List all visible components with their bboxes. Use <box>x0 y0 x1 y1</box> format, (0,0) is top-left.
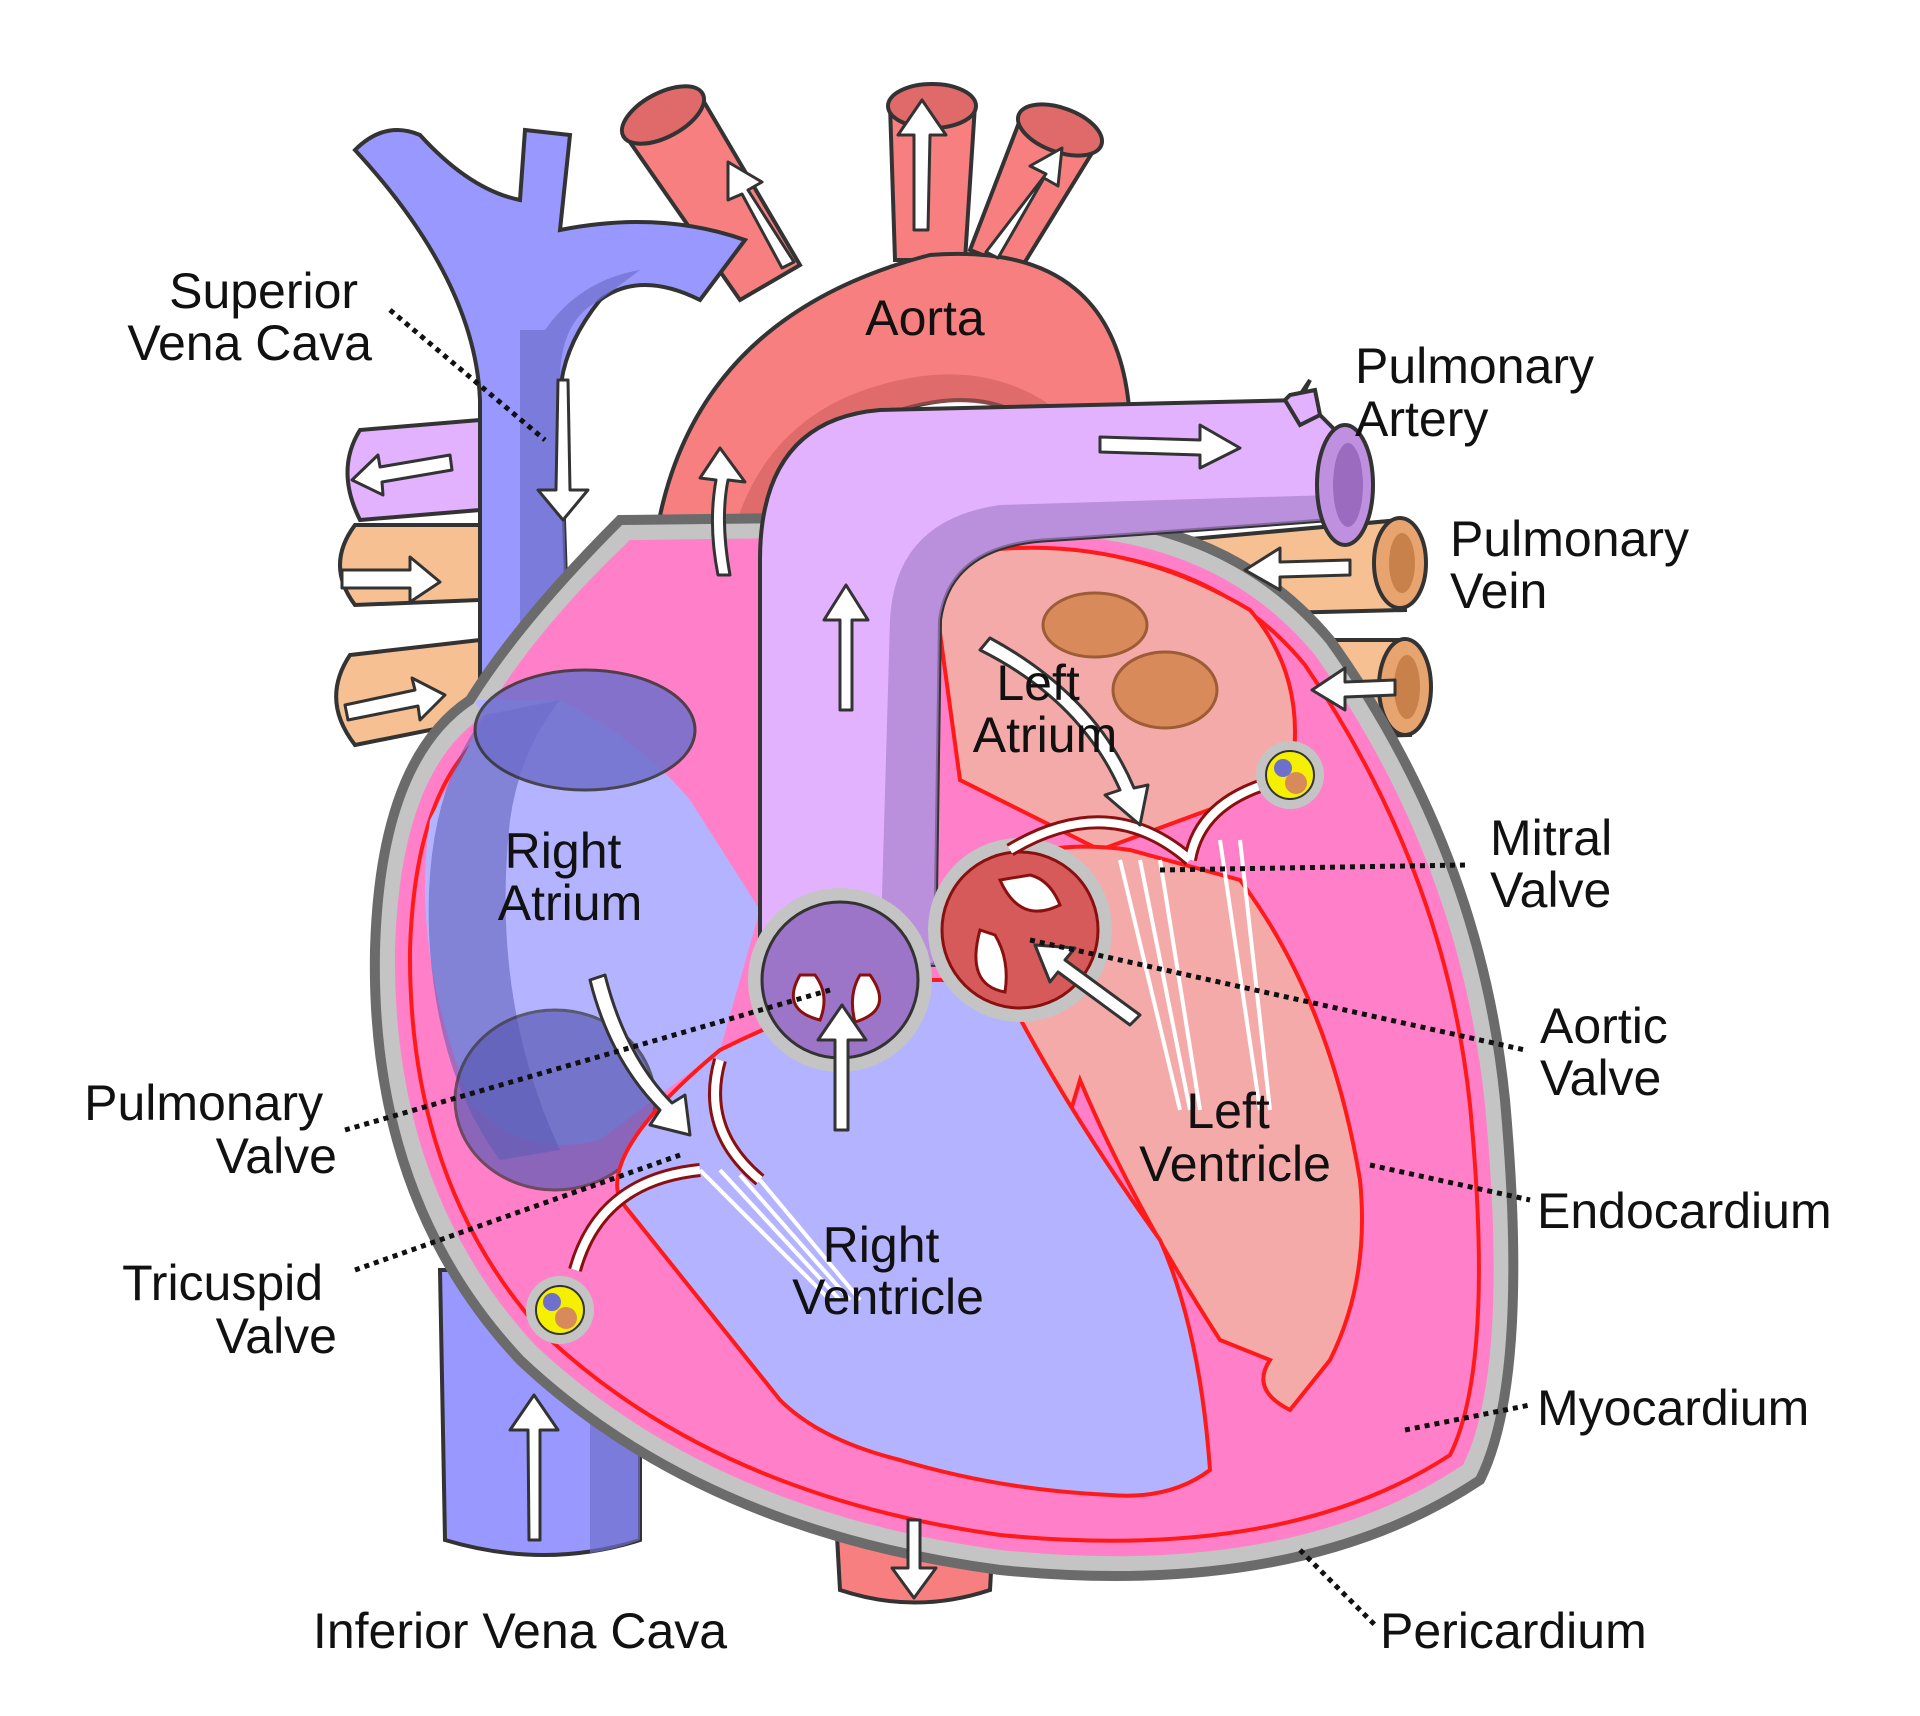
pulmonary-trunk-shade <box>880 495 1330 965</box>
label-endocardium: Endocardium <box>1537 1183 1832 1239</box>
chorda-right-4 <box>758 1178 862 1302</box>
flow-arrow-pv-lower <box>1310 666 1397 712</box>
chorda-right-2 <box>718 1168 842 1302</box>
flow-arrow-aorta-branch-left <box>726 160 796 270</box>
flow-arrow-svc-down <box>536 378 590 522</box>
right-atrium-shadow <box>428 700 560 1160</box>
chorda-left-1 <box>1118 859 1182 1111</box>
flow-arrow-pa-up <box>822 583 870 712</box>
sa-node-orange <box>555 1307 577 1329</box>
leader-aortic-valve <box>1029 937 1526 1053</box>
flow-arrow-ivc-up <box>508 1393 560 1542</box>
flow-arrow-ra-to-rv <box>588 973 692 1137</box>
label-pulmonary-valve: Pulmonary Valve <box>84 1075 337 1184</box>
valves <box>568 773 1282 1272</box>
text-labels: Superior Vena Cava Aorta Pulmonary Arter… <box>84 263 1832 1659</box>
tricuspid-valve-leaflets-inner <box>571 1058 763 1272</box>
label-aorta: Aorta <box>865 290 985 346</box>
label-inferior-vena-cava: Inferior Vena Cava <box>313 1603 727 1659</box>
label-superior-vena-cava: Superior Vena Cava <box>127 263 372 371</box>
flow-arrow-left-pv-lower <box>343 676 447 722</box>
aortic-valve-cusp-1 <box>997 873 1062 913</box>
endocardium-line <box>407 548 1481 1543</box>
chorda-right-1 <box>698 1168 832 1302</box>
pulmonary-vein-opening-1 <box>1041 591 1149 659</box>
chorda-left-4 <box>1218 839 1262 1111</box>
flow-arrow-aorta-branch-right <box>984 146 1064 260</box>
pulmonary-trunk <box>758 378 1375 968</box>
chordae-tendineae <box>698 839 1272 1302</box>
pulmonary-artery-branch-top <box>1282 387 1323 428</box>
flow-arrow-lv-to-aorta <box>1033 943 1142 1027</box>
flow-arrow-aorta-branch-middle <box>896 98 948 232</box>
label-tricuspid-valve: Tricuspid Valve <box>122 1255 337 1364</box>
flow-arrow-pv-upper <box>1243 546 1352 592</box>
flow-arrow-pa-right <box>1098 423 1242 470</box>
leader-myocardium <box>1404 1402 1531 1433</box>
right-pulmonary-vein-upper-lumen <box>1389 533 1415 593</box>
flow-arrows <box>340 98 1397 1600</box>
flow-arrow-left-pa <box>350 453 454 497</box>
sa-node-blue <box>543 1293 561 1311</box>
label-aortic-valve: Aortic Valve <box>1540 998 1682 1106</box>
label-mitral-valve: Mitral Valve <box>1490 810 1626 918</box>
av-node-orange <box>1285 772 1307 794</box>
label-myocardium: Myocardium <box>1537 1380 1809 1436</box>
pulmonary-vein-opening-2 <box>1111 650 1219 730</box>
flow-arrow-aorta-up <box>698 446 747 577</box>
leader-lines <box>344 308 1531 1627</box>
leader-mitral-valve <box>1159 862 1466 873</box>
label-pulmonary-artery: Pulmonary Artery <box>1355 338 1608 447</box>
conduction-nodes <box>526 741 1324 1344</box>
label-pericardium: Pericardium <box>1380 1603 1647 1659</box>
aorta-branch-right-opening <box>1015 102 1105 158</box>
label-pulmonary-vein: Pulmonary Vein <box>1450 511 1703 619</box>
leader-tricuspid-valve <box>354 1152 681 1273</box>
right-pulmonary-vein-lower-lumen <box>1394 655 1420 719</box>
av-node-blue <box>1274 759 1292 777</box>
leader-pericardium <box>1298 1548 1377 1627</box>
label-right-ventricle: Right Ventricle <box>792 1217 984 1325</box>
aorta-branch-left-opening <box>619 84 707 146</box>
chorda-left-5 <box>1238 839 1272 1111</box>
chorda-right-3 <box>738 1173 852 1302</box>
chorda-left-3 <box>1158 859 1202 1111</box>
flow-arrow-descending-aorta <box>890 1518 938 1600</box>
leader-endocardium <box>1369 1162 1531 1203</box>
chorda-left-2 <box>1138 859 1192 1111</box>
flow-arrow-left-pv-upper <box>340 555 442 604</box>
pulmonary-artery-lumen <box>1333 443 1363 527</box>
leader-superior-vena-cava <box>388 308 547 442</box>
aortic-valve-cusp-2 <box>974 928 1008 994</box>
flow-arrow-la-to-lv <box>978 636 1150 827</box>
leader-pulmonary-valve <box>344 987 831 1133</box>
label-left-atrium: Left Atrium <box>973 655 1117 763</box>
flow-arrow-rv-up <box>816 1003 868 1132</box>
right-ventricle-chamber <box>615 978 1213 1498</box>
label-right-atrium: Right Atrium <box>498 823 642 931</box>
superior-vena-cava-opening <box>473 668 697 792</box>
label-left-ventricle: Left Ventricle <box>1139 1083 1331 1192</box>
